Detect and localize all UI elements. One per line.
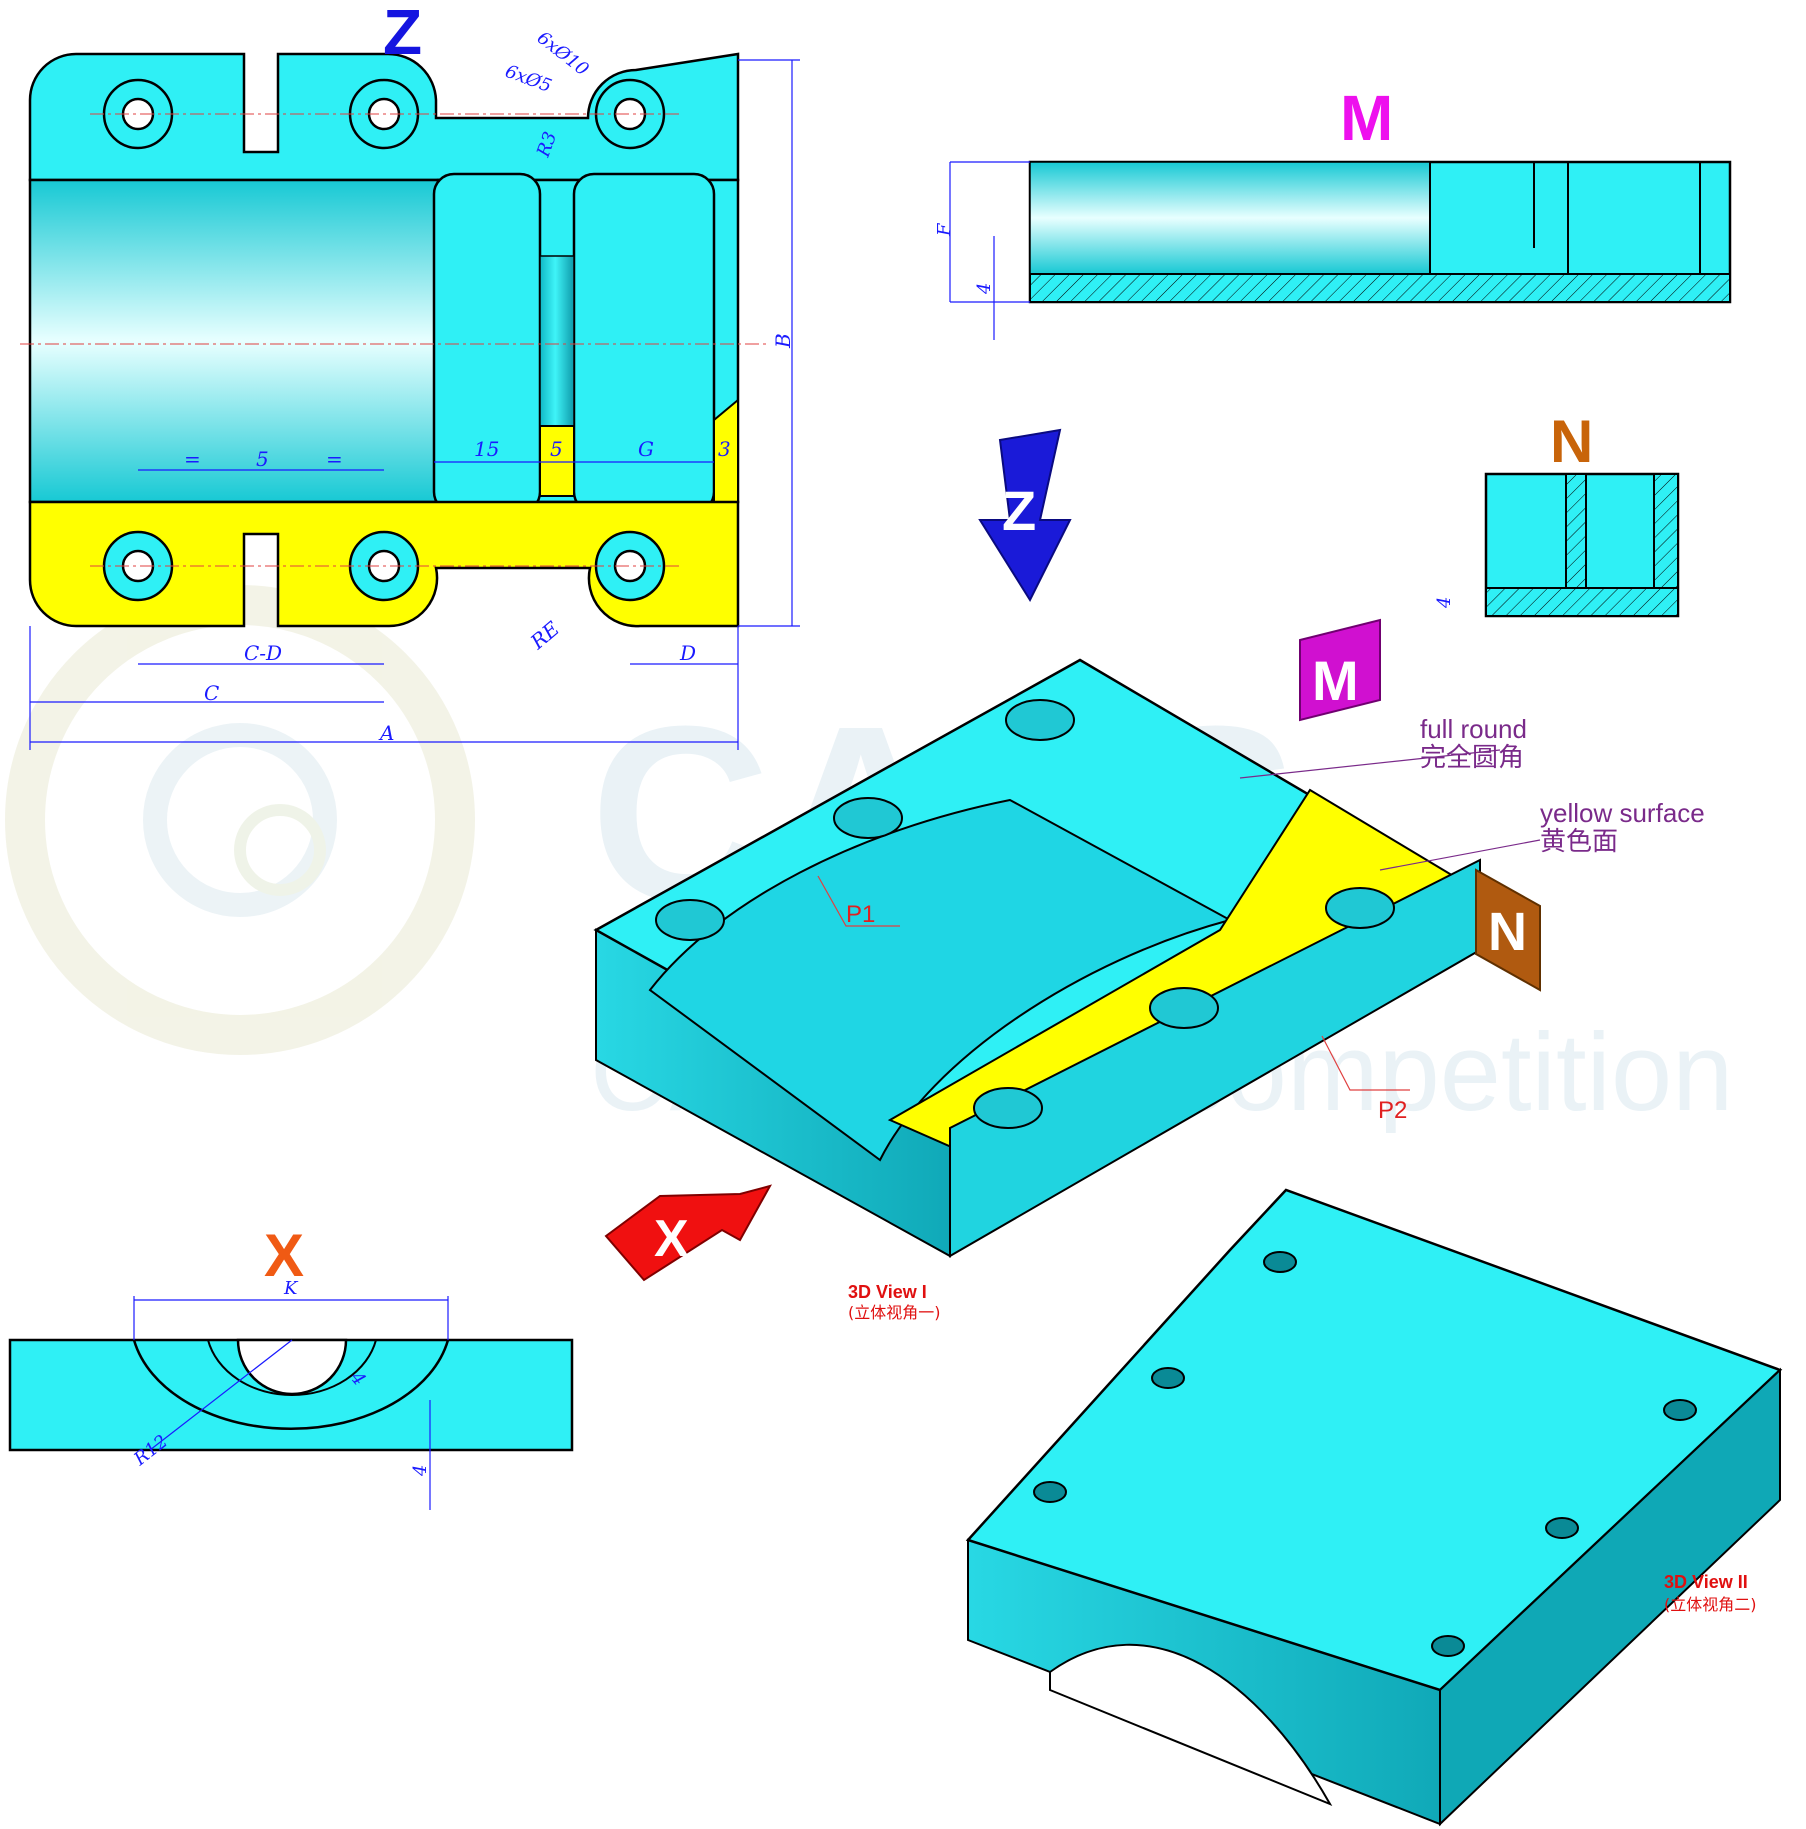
3d2-arch bbox=[1049, 1643, 1333, 1807]
dim-f: F bbox=[934, 222, 955, 237]
arrow-x: X bbox=[604, 1184, 773, 1282]
3d2-holes bbox=[1033, 1251, 1697, 1657]
view-label-x: X bbox=[264, 1222, 304, 1289]
caption-view-2-sub: (立体视角二) bbox=[1664, 1595, 1757, 1614]
view-label-n: N bbox=[1550, 408, 1593, 475]
arrow-m: M bbox=[1299, 618, 1381, 722]
dim-g: G bbox=[638, 437, 654, 461]
caption-view-1-sub: (立体视角一) bbox=[848, 1303, 941, 1322]
caption-view-2: 3D View II bbox=[1664, 1572, 1748, 1592]
point-p1: P1 bbox=[846, 901, 875, 928]
dim-b: B bbox=[771, 333, 795, 349]
dim-m-4: 4 bbox=[974, 283, 995, 295]
body-cylinder bbox=[28, 178, 440, 504]
3d-view-1: full round 完全圆角 yellow surface 黄色面 P1 P2… bbox=[593, 428, 1705, 1322]
section-view-m: F 4 M bbox=[934, 82, 1732, 340]
dim-d: D bbox=[679, 641, 696, 665]
3d-view-2: 3D View II (立体视角二) bbox=[965, 1188, 1783, 1827]
x-bore bbox=[236, 1338, 348, 1396]
3d1-holes bbox=[655, 699, 1395, 1129]
dim-x-4b: 4 bbox=[410, 1465, 431, 1477]
view-label-z: Z bbox=[383, 0, 422, 68]
3d2-right bbox=[1439, 1367, 1781, 1827]
dim-eq-left: = bbox=[184, 447, 201, 471]
svg-text:X: X bbox=[654, 1210, 689, 1268]
top-view-z: 6xØ10 6xØ5 R3 B A C C-D D RE = 5 = 15 5 … bbox=[20, 0, 800, 750]
annotation-yellow-en: yellow surface bbox=[1540, 798, 1705, 828]
view-label-m: M bbox=[1340, 82, 1393, 154]
arrow-z: Z bbox=[978, 428, 1072, 603]
dim-a: A bbox=[378, 721, 394, 745]
slot-2 bbox=[572, 172, 716, 514]
dim-eq-right: = bbox=[326, 447, 343, 471]
annotation-full-round-en: full round bbox=[1420, 714, 1527, 744]
caption-view-1: 3D View I bbox=[848, 1282, 927, 1302]
rib-gap bbox=[539, 255, 575, 427]
dim-c-minus-d: C-D bbox=[244, 641, 282, 665]
x-outer-arc bbox=[132, 1339, 450, 1431]
point-p2: P2 bbox=[1378, 1097, 1407, 1124]
n-hatch-bottom bbox=[1485, 587, 1679, 617]
dim-k: K bbox=[283, 1278, 299, 1299]
dim-n-4: 4 bbox=[1434, 597, 1455, 609]
dim-5: 5 bbox=[550, 437, 563, 461]
dim-15: 15 bbox=[474, 437, 499, 461]
m-cylinder bbox=[1029, 161, 1431, 275]
arrow-n: N bbox=[1475, 868, 1541, 992]
annotation-full-round-cn: 完全圆角 bbox=[1420, 742, 1524, 772]
dim-hole-inner: 6xØ5 bbox=[502, 61, 554, 97]
dim-re: RE bbox=[525, 616, 564, 654]
svg-text:Z: Z bbox=[1002, 479, 1036, 542]
n-hatch-wall bbox=[1565, 473, 1587, 589]
3d2-top bbox=[965, 1188, 1783, 1692]
section-view-x: K R12 4 4 X bbox=[8, 1222, 574, 1510]
dim-five-mid: 5 bbox=[256, 447, 269, 471]
dim-c: C bbox=[204, 681, 219, 705]
annotation-yellow-cn: 黄色面 bbox=[1540, 826, 1618, 856]
n-hatch-right bbox=[1653, 473, 1679, 589]
svg-text:N: N bbox=[1488, 902, 1527, 962]
m-hatch bbox=[1029, 273, 1731, 303]
section-view-n: 4 N bbox=[1434, 408, 1680, 618]
slot-1 bbox=[432, 172, 542, 514]
svg-text:M: M bbox=[1312, 649, 1359, 712]
dim-3: 3 bbox=[718, 437, 731, 461]
